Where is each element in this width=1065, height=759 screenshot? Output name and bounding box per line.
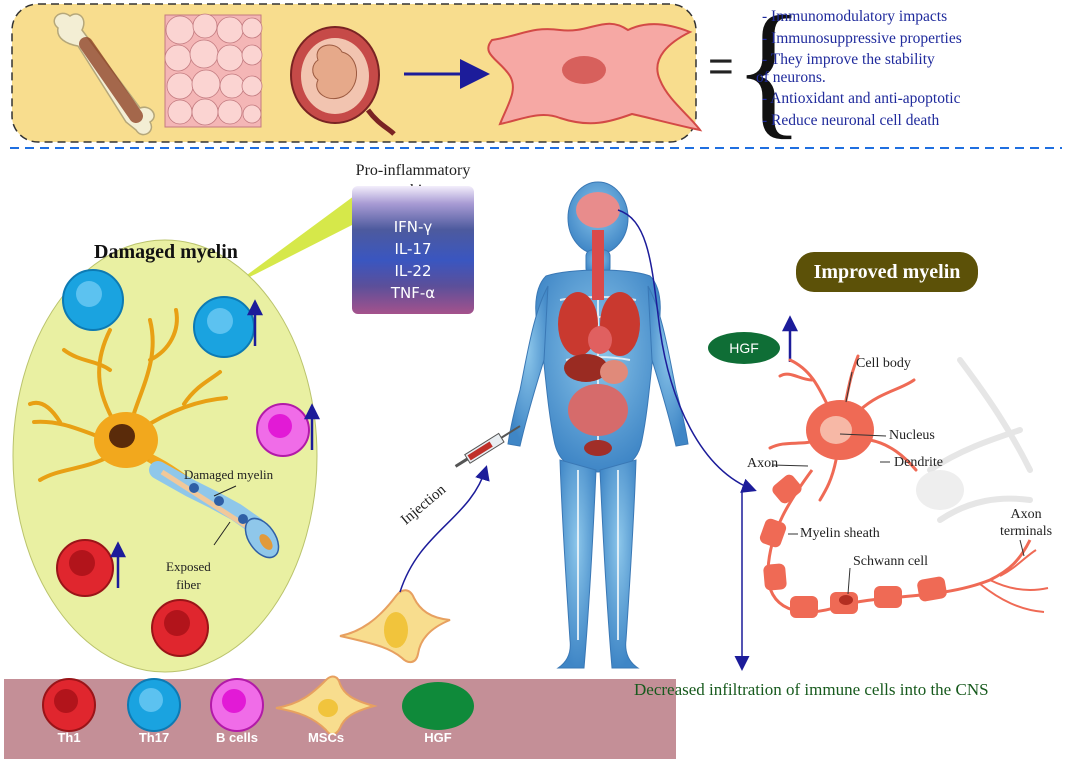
- bone-icon: [53, 12, 155, 136]
- curly-brace: {: [733, 0, 805, 152]
- legend-label-mscs: MSCs: [307, 730, 345, 745]
- axon-terminals-line2: terminals: [1000, 524, 1053, 539]
- injection-arrow: [399, 465, 490, 593]
- th17-cell: [193, 296, 255, 358]
- neuron-label-leaders: [771, 371, 1025, 595]
- cytokine-item: IL-22: [394, 262, 432, 280]
- benefit-item: - They improve the stability: [762, 51, 935, 68]
- benefit-item: - Antioxidant and anti-apoptotic: [762, 90, 961, 107]
- cell-body-label: Cell body: [856, 356, 911, 371]
- adipose-tissue-icon: [164, 13, 263, 128]
- hgf-badge: HGF: [708, 332, 780, 364]
- myelin-axon: [759, 469, 1049, 618]
- msc-cell-injection: [339, 589, 451, 664]
- benefits-list: - Immunomodulatory impacts - Immunosuppr…: [756, 6, 1062, 131]
- msc-cell-icon: [487, 22, 703, 132]
- cytokine-item: IFN-γ: [393, 218, 433, 236]
- legend-th17-swatch: [127, 678, 181, 732]
- cytokines-box: IFN-γ IL-17 IL-22 TNF-α: [352, 186, 474, 314]
- callout-pointer: [232, 196, 354, 286]
- damaged-myelin-label: Damaged myelin: [184, 467, 274, 482]
- improved-myelin-title: Improved myelin: [796, 252, 978, 292]
- damaged-myelin-title: Damaged myelin: [94, 241, 238, 263]
- axon-label: Axon: [747, 456, 779, 471]
- neuron-nucleus-healthy: [820, 416, 852, 444]
- exposed-line1: Exposed: [166, 559, 211, 574]
- axon-terminals-label: Axon terminals: [1000, 506, 1052, 540]
- legend-label-th17: Th17: [138, 730, 170, 745]
- legend-bcells-swatch: [210, 678, 264, 732]
- brain-to-neuron-arrow: [617, 209, 757, 493]
- th1-cell: [56, 539, 114, 597]
- dendrite-label: Dendrite: [894, 455, 943, 470]
- axon-terminals-line1: Axon: [1010, 507, 1042, 522]
- equals-sign: =: [708, 42, 734, 91]
- th1-cell: [151, 599, 209, 657]
- exposed-line2: fiber: [176, 577, 201, 592]
- benefit-item: - Immunosuppressive properties: [762, 29, 962, 47]
- exposed-fiber-label: Exposed fiber: [166, 558, 211, 594]
- benefit-item: of neurons.: [756, 68, 826, 86]
- legend-hgf-swatch: [402, 682, 474, 730]
- organs: [558, 192, 640, 456]
- legend-label-hgf: HGF: [424, 730, 452, 745]
- legend-label-bcells: B cells: [216, 730, 258, 745]
- cytokines-title-line1: Pro-inflammatory: [355, 162, 471, 179]
- neuron-nucleus: [109, 424, 135, 448]
- fetus-placenta-icon: [290, 26, 396, 136]
- myelin-sheath-label: Myelin sheath: [800, 526, 880, 541]
- legend-th1-swatch: [42, 678, 96, 732]
- cytokine-item: IL-17: [394, 240, 432, 258]
- nucleus-label: Nucleus: [889, 428, 935, 443]
- legend-label-th1: Th1: [57, 730, 81, 745]
- benefit-item: - Immunomodulatory impacts: [762, 8, 948, 25]
- schwann-cell-label: Schwann cell: [853, 554, 929, 569]
- faded-neuron: [916, 357, 1033, 523]
- cytokine-item: TNF-α: [390, 284, 436, 302]
- th17-cell: [62, 269, 124, 331]
- syringe-icon: [454, 425, 521, 468]
- legend-mscs-swatch: [275, 675, 378, 736]
- hgf-increase-arrow: [781, 315, 799, 362]
- b-cell: [256, 403, 310, 457]
- decreased-infiltration-text: Decreased infiltration of immune cells i…: [634, 680, 989, 699]
- damaged-axon: [149, 461, 280, 559]
- benefit-item: - Reduce neuronal cell death: [762, 111, 940, 129]
- increase-arrows: [109, 299, 321, 588]
